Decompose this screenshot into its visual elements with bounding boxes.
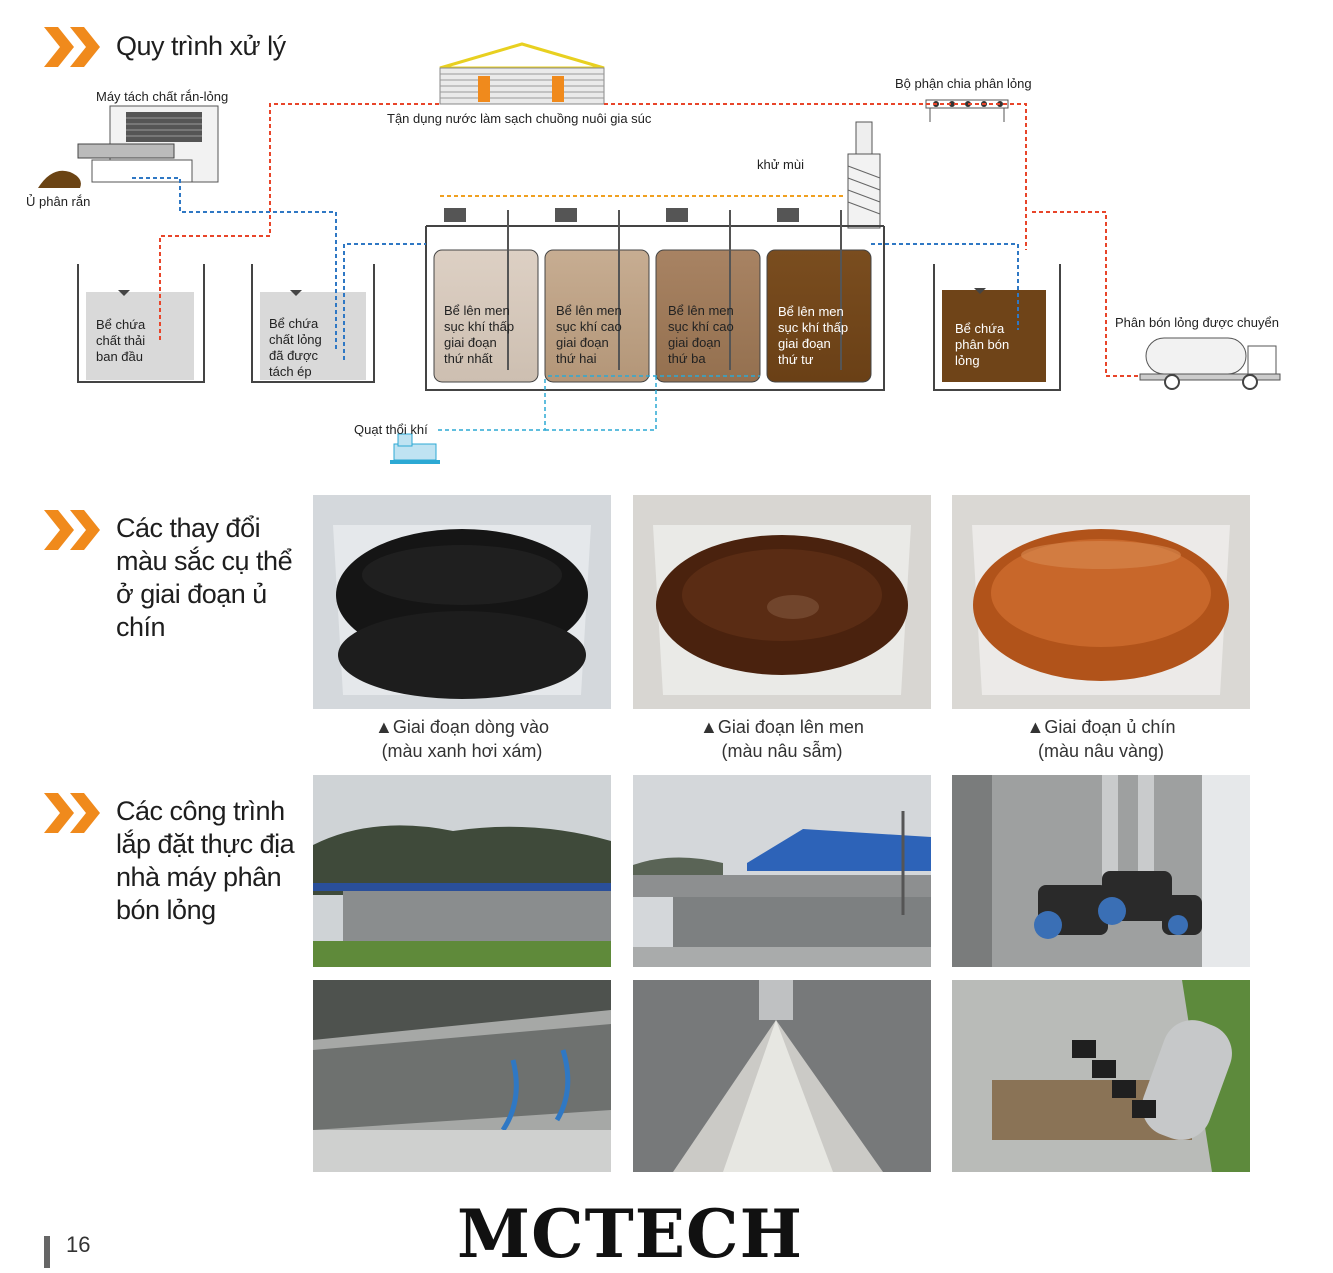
photo-plant-shed — [633, 775, 931, 967]
liquid-fertilizer-tank — [933, 264, 1061, 391]
distributor-label: Bộ phận chia phân lỏng — [895, 76, 1032, 91]
process-title: Quy trình xử lý — [116, 31, 286, 61]
page-number: 16 — [66, 1232, 91, 1257]
process-diagram — [38, 42, 1281, 464]
photo-inflow-beaker — [313, 495, 611, 709]
page-number-bar — [44, 1236, 50, 1268]
caption-fermentation: ▲Giai đoạn lên men(màu nâu sẫm) — [700, 717, 864, 761]
brand-logo: MCTECH — [457, 1195, 803, 1273]
photo-distributor-pipe — [952, 980, 1250, 1172]
compost-pile-icon — [38, 170, 81, 188]
color-change-title: Các thay đổi màu sắc cụ thể ở giai đoạn … — [116, 513, 293, 642]
fermentation-tanks — [425, 208, 885, 391]
blower-label: Quạt thổi khí — [354, 422, 428, 437]
photo-blower-pumps — [952, 775, 1250, 967]
solid-compost-label: Ủ phân rắn — [26, 194, 91, 209]
transport-label: Phân bón lỏng được chuyển — [1115, 315, 1279, 330]
separated-liquid-tank — [251, 264, 375, 383]
tanker-truck-icon — [1139, 337, 1281, 390]
initial-waste-tank — [77, 264, 205, 383]
barn-reuse-label: Tận dụng nước làm sạch chuồng nuôi gia s… — [387, 111, 652, 126]
caption-maturation: ▲Giai đoạn ủ chín(màu nâu vàng) — [1026, 717, 1176, 761]
deodorizer-tower-icon — [847, 121, 881, 229]
air-blower-icon — [390, 433, 440, 464]
photo-maturation-beaker — [952, 495, 1250, 709]
caption-inflow: ▲Giai đoạn dòng vào(màu xanh hơi xám) — [375, 717, 549, 761]
separator-machine-icon — [77, 105, 219, 183]
distributor-icon — [925, 99, 1009, 122]
deodorizer-label: khử mùi — [757, 157, 804, 172]
barn-icon — [439, 42, 605, 105]
double-chevron-icon — [44, 793, 100, 833]
installations-title: Các công trình lắp đặt thực địa nhà máy … — [116, 796, 295, 925]
photo-spray-nozzle — [633, 980, 931, 1172]
photo-tank-interior — [313, 980, 611, 1172]
separator-label: Máy tách chất rắn-lỏng — [96, 89, 229, 104]
photo-plant-landscape — [313, 775, 611, 967]
double-chevron-icon — [44, 510, 100, 550]
double-chevron-icon — [44, 27, 100, 67]
photo-fermentation-beaker — [633, 495, 931, 709]
